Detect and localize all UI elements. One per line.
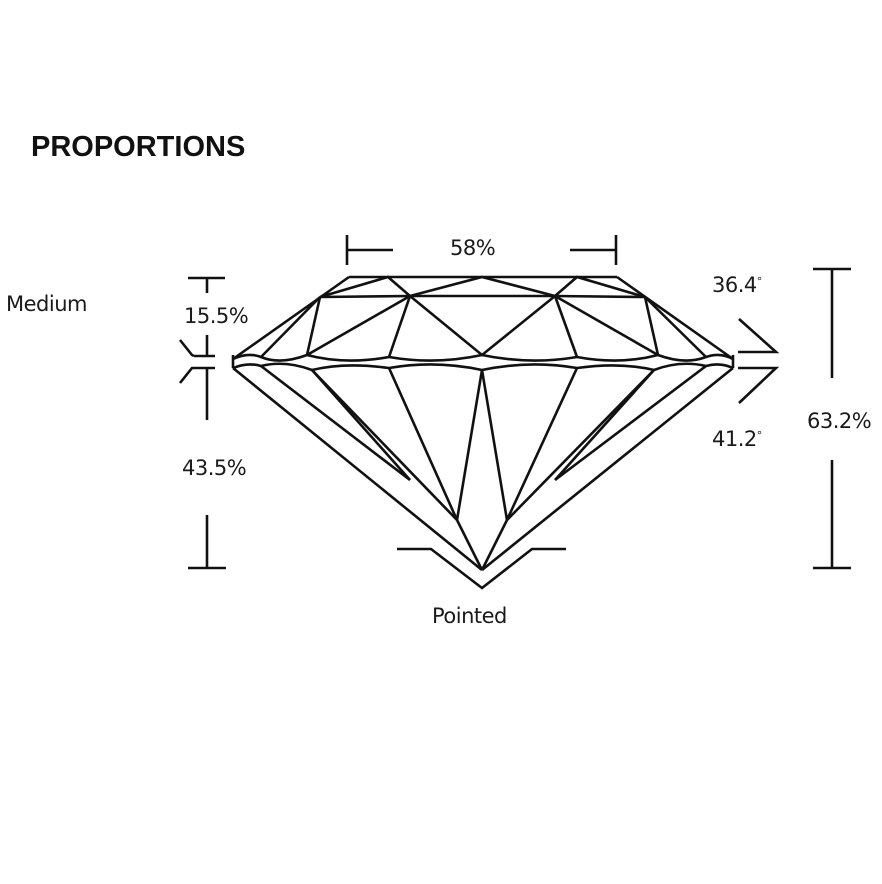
girdle-thickness-label: Medium [6, 292, 87, 316]
angle-markers [738, 318, 780, 404]
diamond-icon [231, 275, 735, 572]
degree-symbol: ° [756, 275, 763, 288]
pavilion-angle-label: 41.2° [712, 427, 762, 451]
crown-height-label: 15.5% [184, 304, 249, 328]
pavilion-depth-label: 43.5% [182, 456, 247, 480]
table-dimension-marker [345, 235, 618, 265]
total-depth-marker [813, 267, 851, 570]
page-title: PROPORTIONS [31, 131, 246, 163]
degree-symbol: ° [756, 429, 763, 442]
total-depth-label: 63.2% [807, 409, 872, 433]
culet-marker [397, 547, 566, 590]
girdle-marker [178, 339, 215, 384]
pavilion-depth-marker [188, 368, 226, 570]
culet-label: Pointed [432, 604, 507, 628]
table-percentage-label: 58% [450, 236, 496, 260]
crown-height-marker [188, 276, 225, 358]
crown-angle-label: 36.4° [712, 273, 762, 297]
pavilion-angle-value: 41.2 [712, 427, 757, 451]
crown-angle-value: 36.4 [712, 273, 757, 297]
